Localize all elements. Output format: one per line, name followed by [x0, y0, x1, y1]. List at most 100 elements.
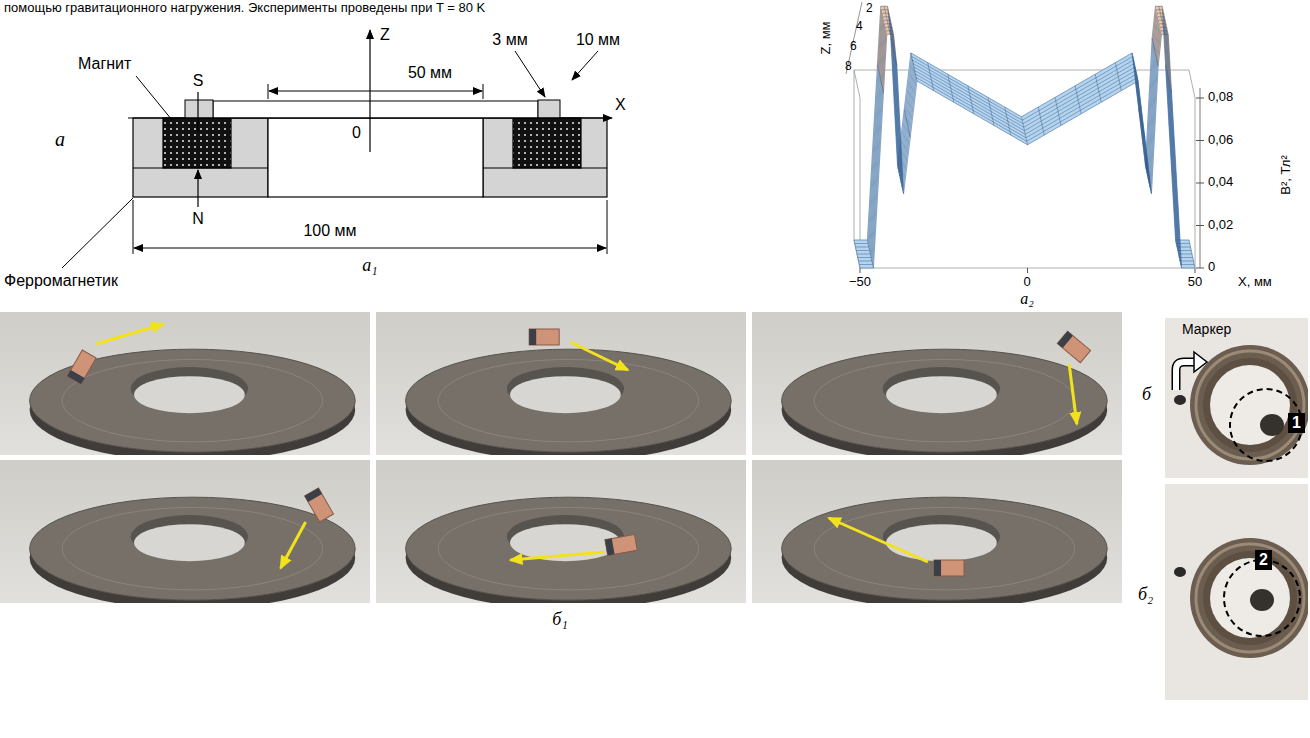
photo-background — [1165, 484, 1308, 700]
motion-arrow — [829, 518, 928, 562]
surface-grid-line — [1055, 97, 1061, 125]
superconductor-sample — [1057, 331, 1090, 363]
sample-end — [1057, 331, 1073, 348]
surface-grid-line — [1005, 107, 1011, 135]
surface-grid-line — [884, 6, 890, 34]
ring-texture — [814, 507, 1074, 589]
figure-label: 0,04 — [1208, 175, 1233, 189]
callout-text: 2 — [1259, 551, 1268, 569]
ring-magnet — [406, 497, 732, 600]
surface-grid-line — [988, 97, 994, 125]
surface-grid-line — [1166, 65, 1172, 93]
sample-strip — [213, 101, 538, 118]
figure-label: Z — [380, 26, 390, 44]
sample-end — [67, 370, 84, 384]
levitation-photo — [752, 312, 1122, 455]
levitation-photo — [0, 460, 370, 603]
surface-grid-line — [1189, 240, 1195, 268]
motion-arrow — [96, 324, 163, 344]
figure-label: б₂ — [1138, 585, 1153, 605]
figure-label: X, мм — [1238, 275, 1272, 289]
figure-label: 10 мм — [576, 31, 620, 49]
ring-hole — [1210, 365, 1290, 445]
motion-arrow — [511, 552, 605, 560]
marker-arrow-fill — [1176, 362, 1195, 390]
surface-grid-line — [1139, 109, 1145, 137]
ring-hole — [1210, 558, 1290, 638]
figure-label: а — [55, 128, 65, 150]
figure-label: а₂ — [1020, 290, 1034, 308]
axis-tick — [1196, 98, 1204, 99]
ferromagnet-body — [483, 118, 607, 197]
sample-body — [1057, 331, 1090, 363]
axis-title: Z, мм — [819, 21, 833, 54]
figure-label: N — [192, 210, 204, 228]
axis-tick — [1027, 268, 1028, 273]
figure-label: 100 мм — [303, 222, 356, 240]
surface-grid-line — [968, 86, 974, 114]
dimension-line — [134, 248, 606, 249]
top-view-photo — [1165, 484, 1308, 700]
figure-label: б — [1142, 385, 1151, 405]
superconductor-sample — [605, 535, 637, 556]
figure-label: 0 — [1023, 275, 1030, 289]
ferromagnet-body — [133, 118, 268, 197]
figure-label: 3 мм — [492, 31, 527, 49]
ring-inner — [1203, 358, 1297, 452]
surface-grid-line — [928, 63, 934, 91]
ring-hole — [134, 524, 245, 561]
surface-grid-line — [911, 53, 917, 81]
ring-hole — [886, 524, 997, 561]
sample-body — [605, 535, 637, 556]
ring-groove — [1196, 351, 1304, 459]
axis-title: B², Тл² — [1279, 155, 1293, 195]
levitation-photo — [376, 460, 746, 603]
surface-grid-line — [867, 240, 873, 268]
figure-label: S — [193, 72, 204, 90]
leader-line — [62, 198, 133, 268]
ring-magnet — [406, 349, 732, 452]
dimension-tick — [483, 84, 484, 99]
motion-arrow — [1069, 364, 1077, 424]
ring-hole — [510, 376, 621, 413]
sample-end — [305, 488, 322, 502]
ring-texture — [62, 359, 322, 441]
sample-end — [605, 539, 615, 556]
figure-label: 0 — [1208, 260, 1215, 274]
marker-dot — [1174, 395, 1186, 405]
ring-magnet — [782, 349, 1108, 452]
ring-texture — [814, 359, 1074, 441]
axis-tick — [1195, 268, 1196, 273]
pole-arrow-n — [197, 170, 198, 207]
surface-grid-line — [898, 166, 904, 194]
sample-spot — [1250, 589, 1274, 611]
surface-grid-line — [891, 38, 897, 66]
sample-body — [529, 329, 559, 345]
sample-body — [934, 560, 964, 576]
superconductor-sample — [529, 329, 559, 345]
caption-fragment: помощью гравитационного нагружения. Эксп… — [4, 1, 485, 15]
ring-outer — [1190, 345, 1308, 465]
levitation-photo — [0, 312, 370, 455]
pad — [185, 100, 213, 118]
ring-hole — [134, 376, 245, 413]
surface-grid-line — [860, 34, 1195, 268]
figure-label: 50 мм — [408, 64, 452, 82]
surface-grid-line — [1075, 86, 1081, 114]
ring-hole — [886, 376, 997, 413]
surface-grid-line — [1038, 107, 1044, 135]
permanent-magnet — [513, 118, 581, 168]
callout-number: 1 — [1288, 413, 1305, 433]
figure-label: −50 — [849, 275, 871, 289]
ring-texture — [438, 359, 698, 441]
callout-text: 1 — [1292, 414, 1301, 432]
figure-label: X — [615, 96, 626, 114]
permanent-magnet — [163, 118, 231, 168]
surface-grid-line — [1152, 38, 1158, 66]
pad — [538, 100, 560, 118]
surface-grid-line — [877, 65, 883, 93]
sample-end — [934, 560, 941, 576]
